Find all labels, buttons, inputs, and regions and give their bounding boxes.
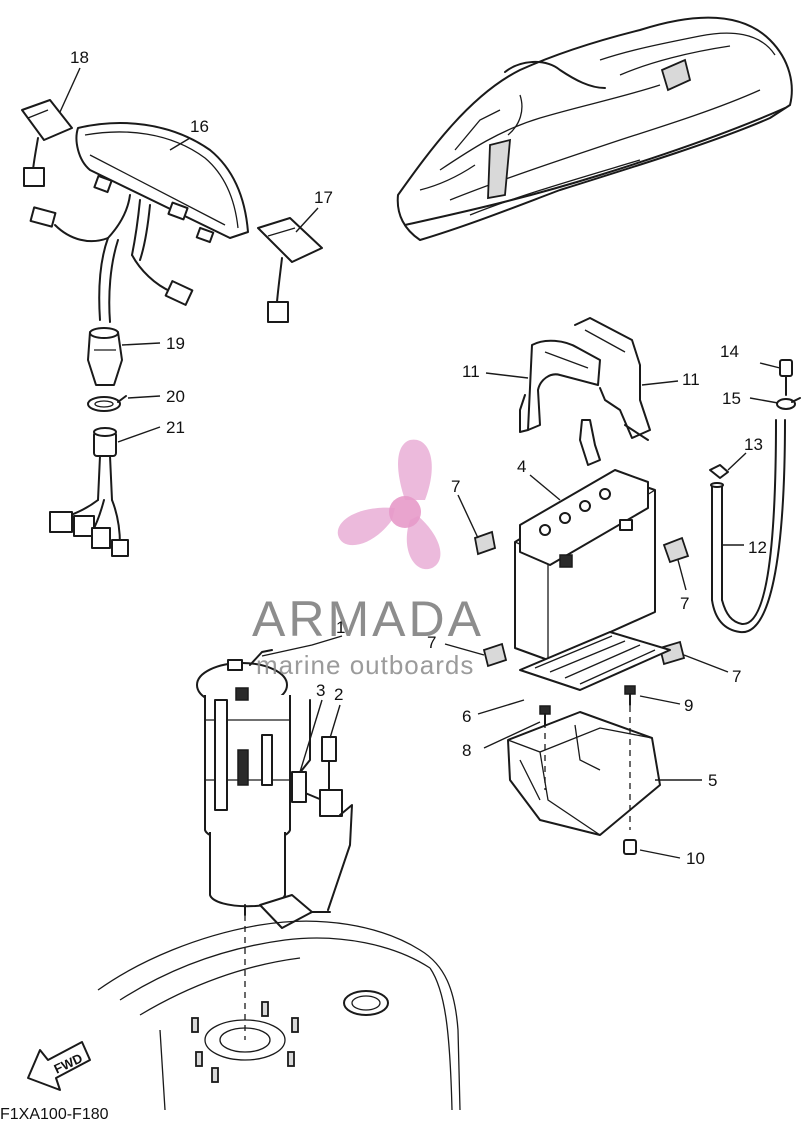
watercraft-illustration	[396, 16, 793, 241]
callout-1: 1	[336, 618, 345, 637]
propeller-logo-icon	[337, 439, 441, 570]
callout-13-label: 13	[744, 435, 763, 454]
callout-3: 3	[316, 681, 325, 700]
callout-5: 5	[708, 771, 717, 790]
callout-20: 20	[166, 387, 185, 406]
callout-7b: 7	[680, 594, 689, 613]
callout-11b: 11	[682, 370, 700, 389]
breather-hose	[709, 359, 801, 634]
battery-box	[507, 685, 661, 855]
callout-11a: 11	[462, 362, 480, 381]
callout-12: 12	[748, 538, 767, 557]
callout-21: 21	[166, 418, 185, 437]
callout-7a: 7	[451, 477, 460, 496]
meter-assembly	[21, 99, 323, 323]
callout-7d: 7	[732, 667, 741, 686]
fwd-arrow: FWD	[27, 1041, 91, 1091]
callouts-bound: 9 10	[684, 696, 705, 868]
callout-8: 8	[462, 741, 471, 760]
leader-lines	[59, 67, 781, 859]
callout-18: 18	[70, 48, 89, 67]
callout-15: 15	[722, 389, 741, 408]
callout-4: 4	[517, 457, 526, 476]
watermark: ARMADA marine outboards	[252, 439, 484, 680]
watermark-brand: ARMADA	[252, 591, 484, 647]
callout-9: 9	[684, 696, 693, 715]
callout-17: 17	[314, 188, 333, 207]
fuel-pump	[196, 649, 353, 929]
callout-6: 6	[462, 707, 471, 726]
battery	[514, 469, 656, 661]
watermark-tagline: marine outboards	[256, 650, 474, 680]
battery-bands	[519, 317, 651, 466]
callout-14: 14	[720, 342, 739, 361]
callout-2: 2	[334, 685, 343, 704]
callout-16: 16	[190, 117, 209, 136]
callout-19: 19	[166, 334, 185, 353]
callout-10: 10	[686, 849, 705, 868]
battery-pads	[473, 530, 690, 691]
callouts: 18 16 17 19 20 21 11 11 4 7 7 7 7 15 13 …	[70, 48, 767, 790]
wire-harness	[49, 327, 129, 557]
callout-7c: 7	[427, 633, 436, 652]
fuel-tank	[97, 915, 461, 1111]
diagram-code: F1XA100-F180	[0, 1106, 109, 1121]
